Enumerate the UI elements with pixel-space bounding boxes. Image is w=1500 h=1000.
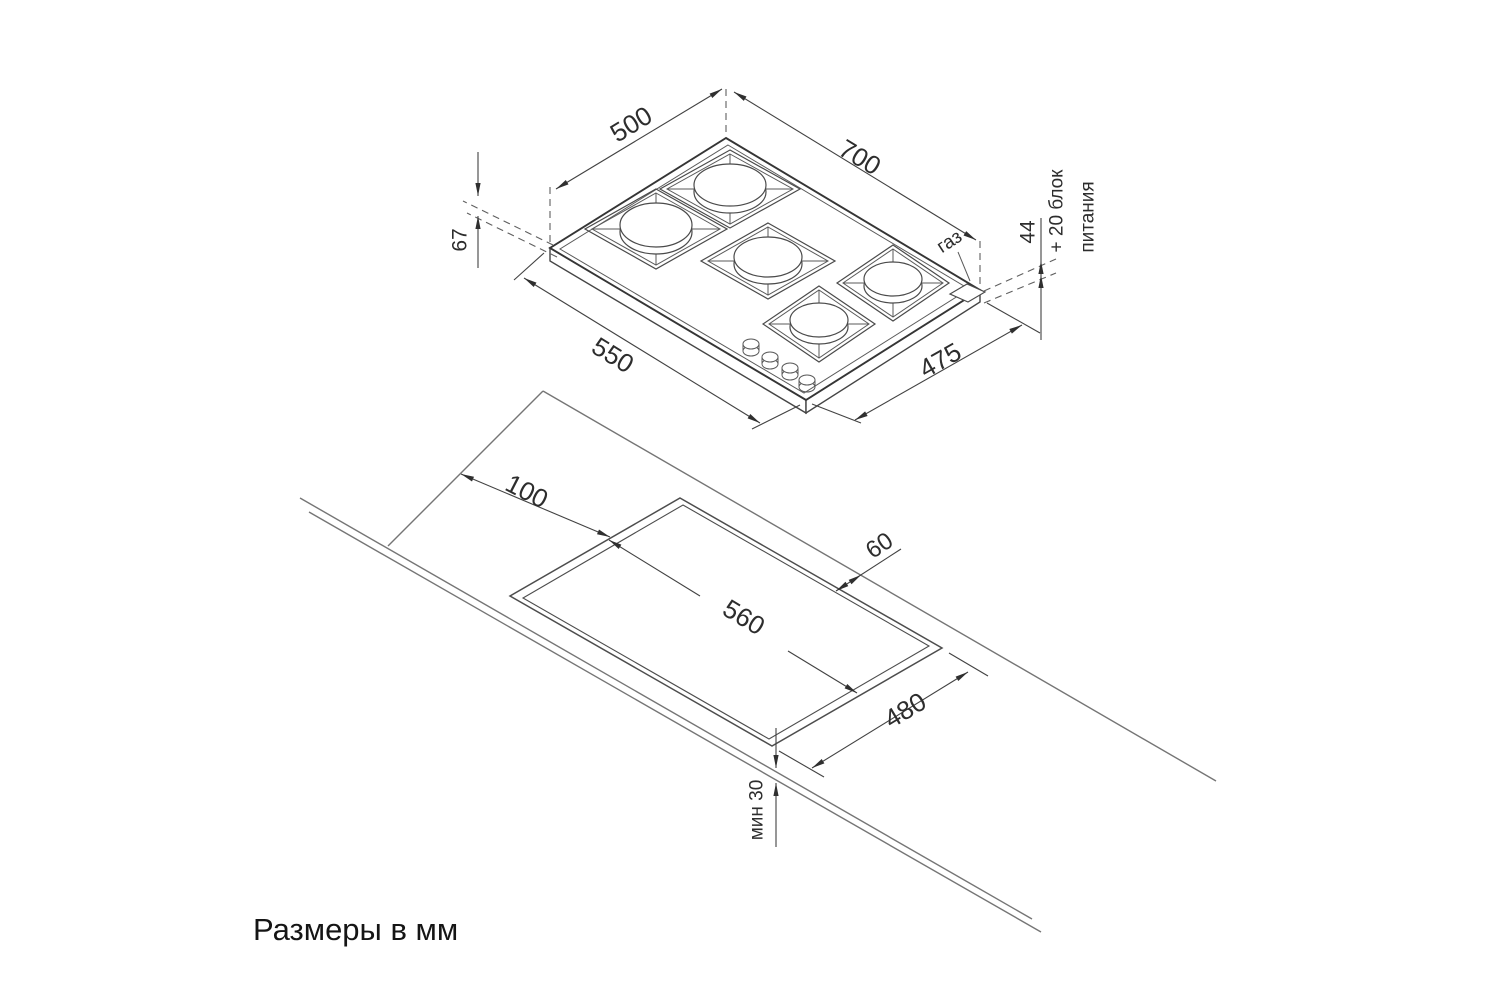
burner-center [699,222,837,300]
worktop-back-edge [542,390,1217,782]
dim-60-label: 60 [861,527,898,564]
burner-front [761,285,877,363]
dim-560-label: 560 [718,593,771,641]
burner-right [835,244,951,322]
hob-isometric-view: 500 700 67 550 [448,88,1099,430]
control-knob [798,374,816,393]
dimension-front-clearance-min30: мин 30 [747,728,779,847]
dim-550-label: 550 [587,331,640,379]
dimension-connection-44: 44 + 20 блок питания [1016,169,1099,340]
dim-500-label: 500 [605,100,658,148]
burner-left [583,188,729,270]
gas-leader-line [957,251,971,282]
dim-480-label: 480 [879,686,932,734]
cutout-inner-edge [521,504,931,740]
worktop-left-edge [387,390,544,547]
dim-67-label: 67 [448,228,471,251]
dim-44-label: 44 [1016,220,1039,244]
dim-700-label: 700 [834,133,887,181]
power-note-line2: питания [1078,181,1099,252]
control-knob [742,338,760,357]
control-knob [781,362,799,381]
hob-surface-inner-edge [559,144,970,394]
dim-min30-label: мин 30 [747,780,768,841]
worktop-front-edge-top [299,497,1033,920]
dim-475-label: 475 [914,336,967,383]
dimension-cutout-560: 560 [608,539,858,694]
worktop-cutout-view: 100 560 60 480 [299,390,1217,933]
gas-inlet [948,283,987,303]
dimension-height-67: 67 [448,152,481,268]
control-knobs [742,338,816,393]
worktop-front-edge-bottom [308,511,1042,933]
dimension-side-clearance-100: 100 [460,468,611,538]
burner-top [658,149,802,229]
dim-100-label: 100 [501,468,553,514]
cutout-outer-edge [508,497,944,747]
power-note-line1: + 20 блок [1047,169,1068,253]
extension-lines [462,88,1057,304]
units-caption: Размеры в мм [253,912,458,947]
control-knob [761,351,779,370]
dimension-back-clearance-60: 60 [835,527,902,592]
